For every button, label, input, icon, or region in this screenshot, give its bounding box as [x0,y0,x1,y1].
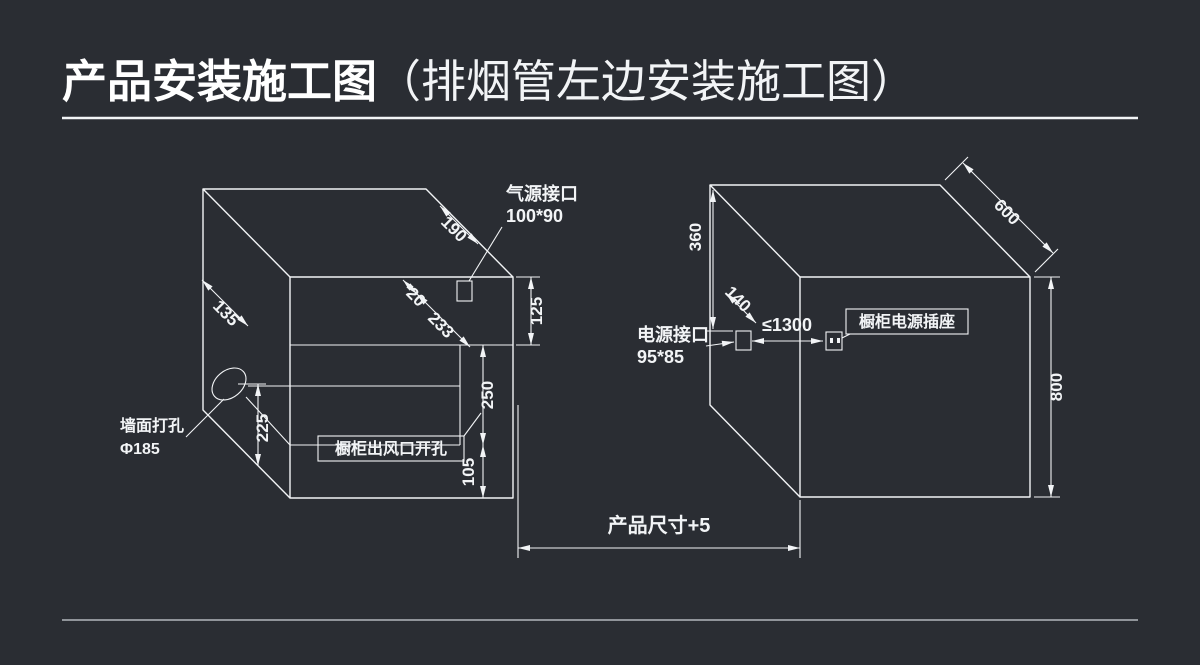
dim-125: 125 [527,297,546,325]
dim-140: 140 [721,282,754,315]
vent-cutout-label: 橱柜出风口开孔 [335,439,447,458]
product-size-dimension: 产品尺寸+5 [517,405,801,558]
socket-label-box [845,308,969,335]
right-cabinet-front-face [799,276,1031,498]
dim-360: 360 [686,223,705,251]
product-size-label: 产品尺寸+5 [608,513,711,537]
gas-port-rect [456,280,473,302]
dim-135: 135 [209,296,242,329]
gas-port-label-line2: 100*90 [506,206,563,226]
dim-800: 800 [1047,373,1066,401]
right-cabinet-dimension-texts: 360 140 600 800 ≤1300 [686,195,1066,401]
power-port-leader [705,340,735,347]
power-port-label-line1: 电源接口 [637,324,709,345]
gas-port-label-line1: 气源接口 [505,183,578,204]
left-cabinet-inner-lines [245,344,513,446]
left-cabinet-callouts: 气源接口 100*90 墙面打孔 Φ185 橱柜出风口开孔 [120,183,578,462]
dim-600: 600 [990,195,1023,228]
dim-250: 250 [478,381,497,409]
dim-20: 20 [402,284,429,311]
dim-233: 233 [424,308,457,341]
left-cabinet-side-face [202,189,291,499]
dim-max-1300: ≤1300 [762,315,812,335]
dim-225: 225 [253,414,272,442]
page-header: 产品安装施工图 （排烟管左边安装施工图） [62,56,1138,120]
right-cabinet-top-face [709,184,1031,278]
socket-label: 橱柜电源插座 [859,312,955,331]
power-socket-icon [825,331,843,351]
vent-cutout-leader [463,412,482,437]
gas-port-leader [468,226,503,282]
wall-hole-label-line2: Φ185 [120,441,160,458]
wall-hole-ellipse [211,367,247,401]
left-cabinet-front-face [289,276,514,499]
vent-cutout-label-box [317,435,465,462]
left-cabinet-dimension-lines [185,205,540,498]
dim-190: 190 [437,212,470,245]
dim-105: 105 [459,458,478,486]
right-cabinet-callouts: 电源接口 95*85 橱柜电源插座 [637,308,969,367]
right-cabinet-dimension-lines [705,156,1060,498]
power-port-rect [735,330,752,351]
wall-hole-leader [185,398,225,438]
socket-label-leader [841,333,851,339]
power-port-label-line2: 95*85 [637,347,684,367]
wall-hole-label-line1: 墙面打孔 [120,416,184,435]
page-subtitle: （排烟管左边安装施工图） [376,56,916,107]
page-title: 产品安装施工图 [62,56,377,107]
